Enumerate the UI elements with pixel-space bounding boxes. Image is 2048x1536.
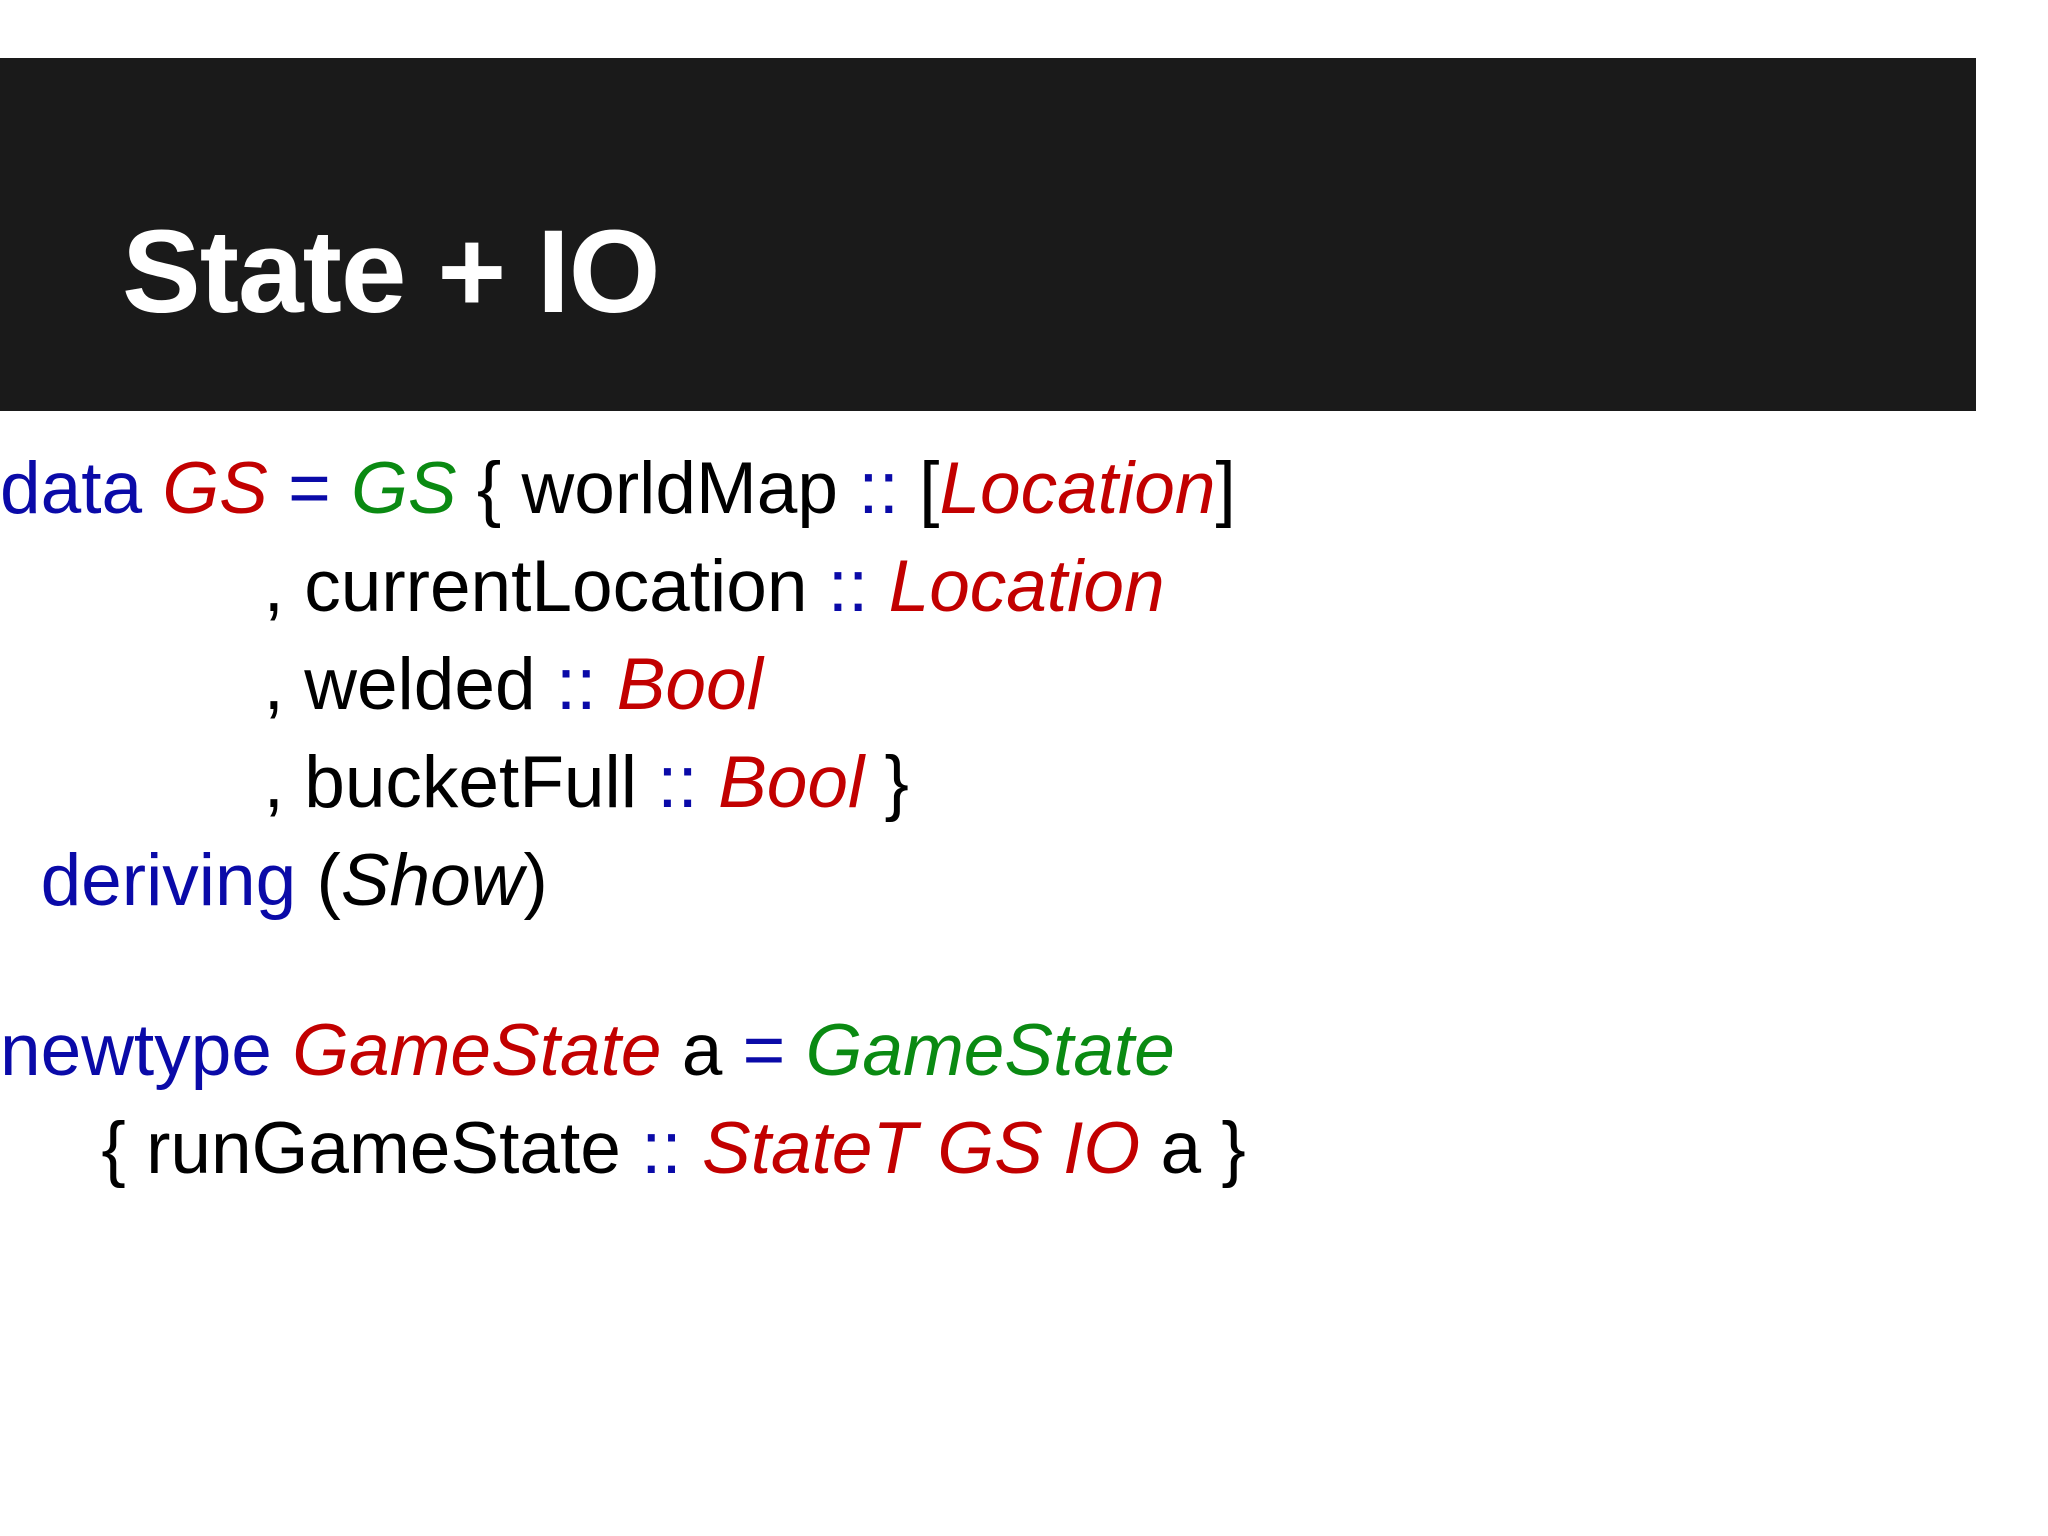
code-token: data [0,448,143,529]
code-token: ( [296,840,341,921]
code-token: [ [898,448,940,529]
code-token [785,1010,805,1091]
code-token [142,448,162,529]
code-token: , welded [263,644,556,725]
code-token: GameState [292,1010,662,1091]
code-line: deriving (Show) [0,832,2048,930]
code-indent [0,546,264,627]
code-token: GS [351,448,457,529]
code-token: { worldMap [456,448,859,529]
code-token: = [742,1010,786,1091]
code-token: Show [340,840,524,921]
code-line: data GS = GS { worldMap :: [Location] [0,440,2048,538]
code-token: ) [523,840,548,921]
code-line: newtype GameState a = GameState [0,1002,2048,1100]
code-token [331,448,351,529]
code-line [0,930,2048,1002]
code-indent [0,840,41,921]
code-token [272,1010,292,1091]
code-token: Location [939,448,1216,529]
code-indent [0,644,264,725]
code-token: Location [888,546,1165,627]
code-token: , bucketFull [263,742,658,823]
code-token: GS [162,448,268,529]
code-line: , welded :: Bool [0,636,2048,734]
code-block: data GS = GS { worldMap :: [Location] , … [0,440,2048,1198]
code-token: a [661,1010,743,1091]
code-token: { runGameState [101,1108,642,1189]
code-token: a } [1140,1108,1246,1189]
code-indent [0,742,264,823]
code-token: = [288,448,331,529]
code-token [698,742,718,823]
code-token: :: [657,742,698,823]
code-token: } [864,742,909,823]
code-token [596,644,616,725]
code-token: :: [858,448,899,529]
code-token [268,448,288,529]
code-token: Bool [718,742,865,823]
code-token: StateT GS IO [702,1108,1141,1189]
code-line: , currentLocation :: Location [0,538,2048,636]
code-token: ] [1215,448,1236,529]
code-token: , currentLocation [263,546,828,627]
code-line: { runGameState :: StateT GS IO a } [0,1100,2048,1198]
code-token: :: [555,644,597,725]
code-token: deriving [40,840,297,921]
code-token: :: [827,546,869,627]
code-token: :: [641,1108,682,1189]
title-banner: State + IO [0,58,1976,411]
code-indent [0,1108,101,1189]
code-token: newtype [0,1010,272,1091]
code-token [868,546,888,627]
code-token: Bool [616,644,763,725]
code-line: , bucketFull :: Bool } [0,734,2048,832]
code-token: GameState [805,1010,1175,1091]
page-title: State + IO [122,206,661,338]
code-token [682,1108,702,1189]
